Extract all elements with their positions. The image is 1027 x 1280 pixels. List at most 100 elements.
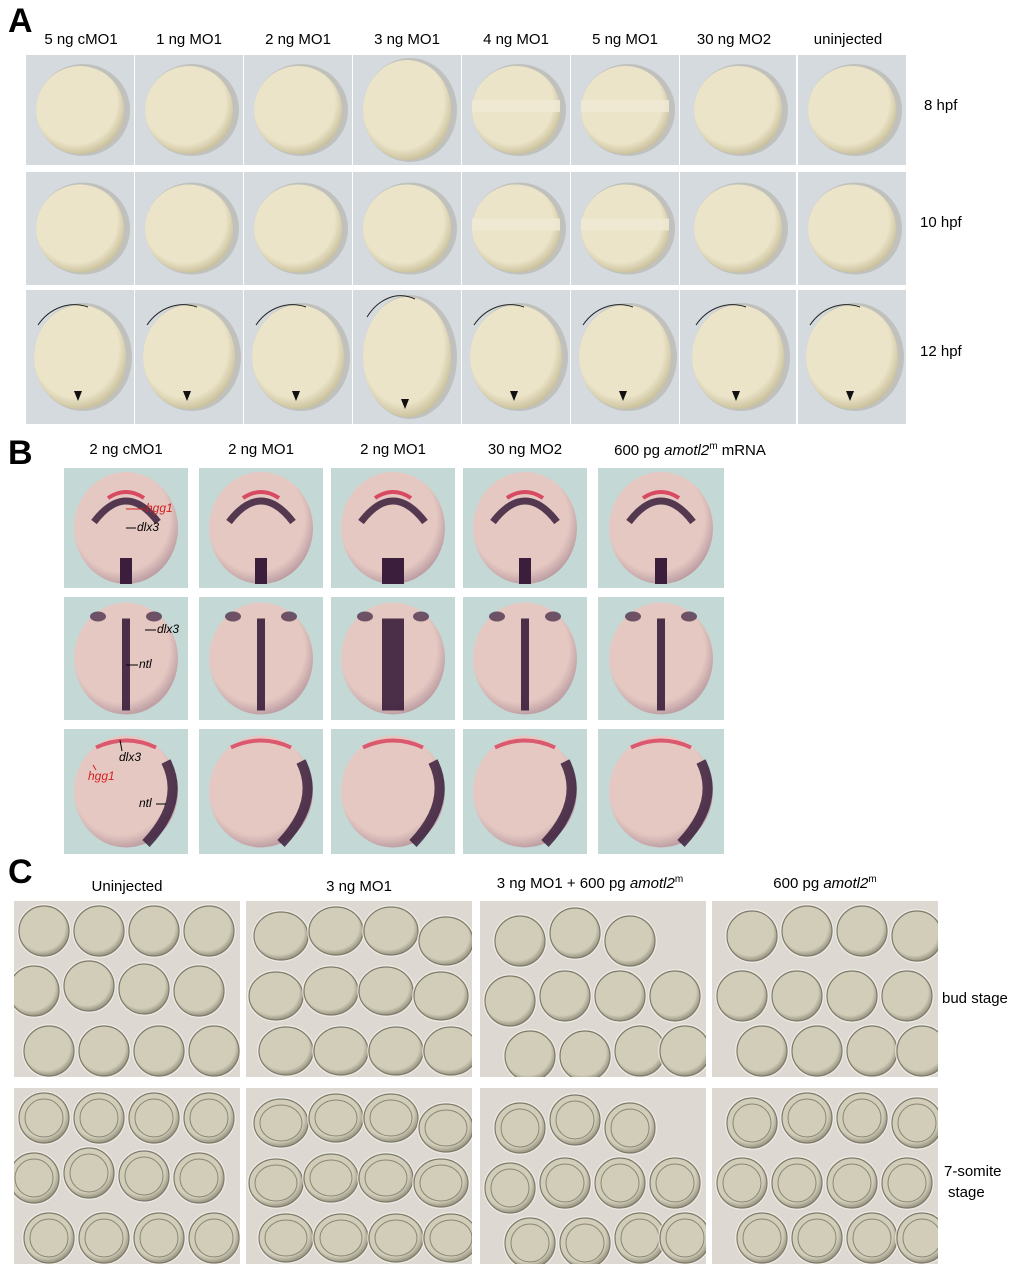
panel-a-row-label-1: 8 hpf [924,97,958,114]
embryo [248,971,304,1021]
embryo [73,905,125,957]
embryo-inner-ring [124,1156,164,1196]
arrow-mark [255,304,307,326]
panel-b-col5-prefix: 600 pg [614,442,665,459]
hgg1-stain [505,490,545,500]
panel-b-col-header-4: 30 ng MO2 [487,441,563,458]
embryo-inner-ring [797,1218,837,1258]
embryo-yolk [363,297,451,417]
embryo-yolk [252,305,344,409]
embryo-body [473,735,577,848]
embryo [183,1092,235,1144]
embryo-yolk [36,66,124,154]
embryo [173,1152,225,1204]
embryo-field-photo [480,1088,706,1264]
arrowhead-mark [846,391,854,401]
embryo [368,1026,424,1076]
hgg1-stain [641,490,681,500]
stained-embryo-photo [598,468,724,588]
embryo-yolk [145,184,233,273]
embryo-photo [353,172,461,285]
embryo-photo [571,290,679,424]
ntl-stain [657,618,665,711]
embryo-photo [353,55,461,165]
embryo-field-photo [246,1088,472,1264]
dlx3-stain [357,611,373,622]
ntl-stain [142,759,178,847]
panel-c-col-header-2: 3 ng MO1 [326,878,392,895]
stained-embryo-photo [199,468,323,588]
hgg1-stain [241,490,281,500]
embryo-yolk [34,305,126,409]
panel-a-col-header-7: 30 ng MO2 [696,31,772,48]
embryo-margin [581,100,669,112]
embryo [308,906,364,956]
embryo [258,1213,314,1263]
embryo-inner-ring [655,1163,695,1203]
embryo [248,1158,304,1208]
stained-embryo-photo [64,597,188,720]
embryo-inner-ring [610,1108,650,1148]
embryo [726,910,778,962]
arrowhead-mark [732,391,740,401]
embryo-inner-ring [79,1098,119,1138]
ntl-stain [277,759,313,847]
embryo [781,905,833,957]
arrowhead-mark [74,391,82,401]
embryo [781,1092,833,1144]
arrow-mark [366,295,416,318]
embryo [649,1157,701,1209]
embryo [358,966,414,1016]
embryo-field-photo [246,901,472,1077]
ntl-stain [382,558,404,584]
embryo [188,1025,240,1077]
panel-c-row-label-stage: stage [948,1184,985,1201]
embryo [846,1212,898,1264]
arrow-mark [582,304,634,326]
embryo-inner-ring [29,1218,69,1258]
embryo-inner-ring [369,1099,413,1137]
embryo [358,1153,414,1203]
dlx3-stain [625,611,641,622]
stained-embryo-photo [199,597,323,720]
embryo-yolk [579,305,671,409]
embryo-inner-ring [545,1163,585,1203]
label-ntl-bot: ntl [139,796,152,810]
embryo [614,1212,666,1264]
embryo [128,1092,180,1144]
ntl-stain [541,759,577,847]
panel-c-col3-gene: amotl2 [629,875,675,892]
embryo-inner-ring [364,1159,408,1197]
embryo [896,1025,938,1077]
arrow-mark [473,304,525,326]
ntl-stain [677,759,713,847]
embryo [504,1217,556,1264]
embryo-field-photo [480,901,706,1077]
embryo [188,1212,240,1264]
panel-a-col-header-4: 3 ng MO1 [374,31,440,48]
panel-c-row-label-7somite: 7-somite [944,1163,1002,1180]
embryo-field-photo [712,1088,938,1264]
stained-embryo-photo [598,729,724,854]
panel-b-col5-suffix: mRNA [717,442,766,459]
embryo [881,1157,933,1209]
embryo [313,1213,369,1263]
ntl-stain [120,558,132,584]
hgg1-stain [95,738,157,750]
embryo-body [473,472,577,584]
embryo-photo [244,290,352,424]
arrowhead-mark [183,391,191,401]
embryo-photo [798,55,906,165]
embryo [14,965,60,1017]
embryo-body [609,472,713,584]
embryo [413,1158,469,1208]
panel-a-col-header-8: uninjected [813,31,883,48]
embryo-inner-ring [429,1219,472,1257]
embryo [891,910,938,962]
embryo [771,1157,823,1209]
embryo-yolk [254,184,342,273]
embryo-inner-ring [787,1098,827,1138]
dlx3-stain [358,497,428,525]
embryo-photo [244,172,352,285]
label-dlx3-top: dlx3 [137,520,160,534]
